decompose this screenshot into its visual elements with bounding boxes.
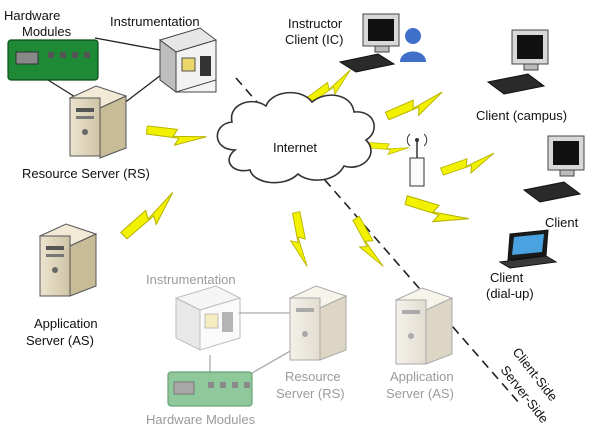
instructor-client-label-line2: Client (IC): [285, 32, 344, 47]
client-dialup-label-line1: Client: [490, 270, 524, 285]
instrumentation-faded-label: Instrumentation: [146, 272, 236, 287]
hardware-modules-label-line1: Hardware: [4, 8, 60, 23]
resource-server-label: Resource Server (RS): [22, 166, 150, 181]
resource-server-faded-label-line2: Server (RS): [276, 386, 345, 401]
resource-server-tower: [68, 85, 128, 159]
client-dialup-label-line2: (dial-up): [486, 286, 534, 301]
instructor-client-label-line1: Instructor: [288, 16, 343, 31]
lightning-internet-as: [115, 191, 184, 243]
lightning-internet-rs-bottom: [290, 210, 308, 268]
lightning-internet-dialup: [401, 187, 470, 237]
application-server-faded-label-line1: Application: [390, 369, 454, 384]
application-server-label-line2: Server (AS): [26, 333, 94, 348]
resource-server-faded-label-line1: Resource: [285, 369, 341, 384]
client-dialup-laptop: [498, 229, 558, 269]
client-server-divider: [235, 77, 521, 405]
internet-label: Internet: [273, 140, 317, 155]
client-computer: [522, 135, 585, 203]
instructor-client-computer: [338, 13, 426, 73]
hardware-modules-label-line2: Modules: [22, 24, 72, 39]
instrumentation-device-faded: [174, 285, 242, 351]
lightning-rs-internet: [143, 117, 208, 155]
lightning-internet-as-bottom: [349, 213, 384, 273]
client-label: Client: [545, 215, 579, 230]
client-campus-computer: [486, 29, 549, 95]
hardware-modules-faded-label: Hardware Modules: [146, 412, 256, 427]
application-server-faded-label-line2: Server (AS): [386, 386, 454, 401]
instrumentation-label: Instrumentation: [110, 14, 200, 29]
antenna-icon: [406, 133, 428, 187]
instrumentation-device: [158, 27, 218, 93]
link-hardware-instrumentation: [94, 37, 161, 51]
lightning-internet-antenna: [366, 137, 410, 160]
hardware-modules-board: [7, 39, 99, 81]
application-server-tower: [38, 223, 98, 297]
hardware-modules-board-faded: [167, 371, 253, 407]
resource-server-tower-faded: [288, 285, 348, 361]
client-campus-label: Client (campus): [476, 108, 567, 123]
application-server-tower-faded: [394, 287, 454, 365]
application-server-label-line1: Application: [34, 316, 98, 331]
lightning-campus-internet: [382, 91, 447, 123]
internet-cloud: Internet: [216, 91, 375, 184]
lightning-antenna-client: [438, 152, 497, 178]
